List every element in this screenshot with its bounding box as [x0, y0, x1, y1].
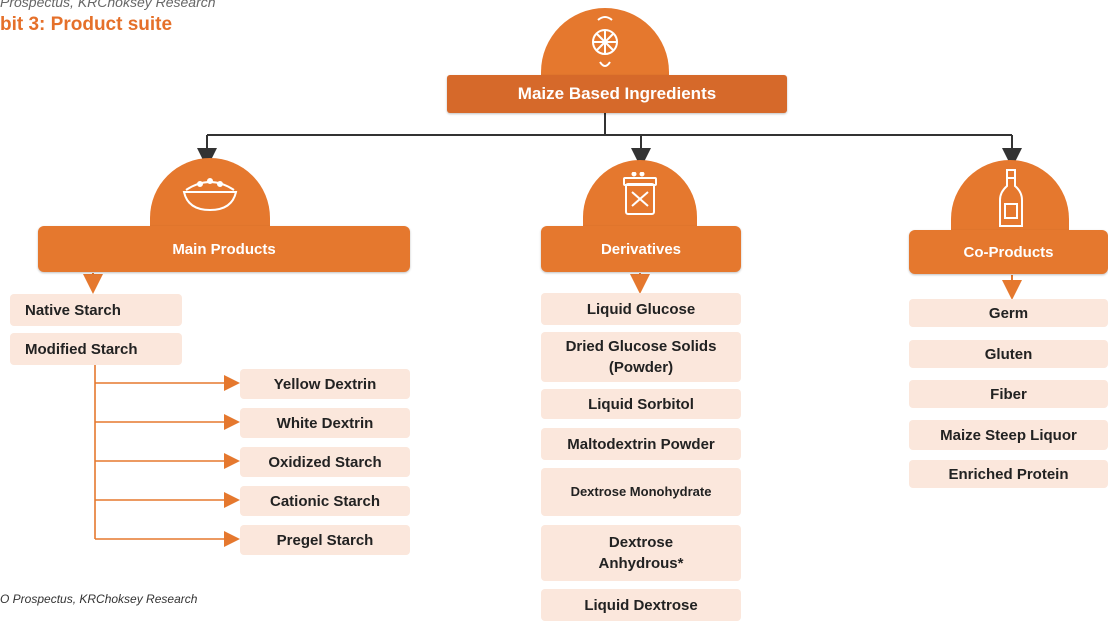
list-item: Dextrose Monohydrate [541, 468, 741, 516]
category-main-label: Main Products [172, 240, 276, 258]
item-label: Liquid Sorbitol [588, 395, 694, 413]
starch-bowl-icon [182, 178, 238, 212]
item-label: Oxidized Starch [268, 453, 382, 471]
list-item: Maltodextrin Powder [541, 428, 741, 460]
list-item: Germ [909, 299, 1108, 327]
item-label: Pregel Starch [276, 531, 374, 549]
root-node: Maize Based Ingredients [447, 75, 787, 113]
list-item: Modified Starch [10, 333, 182, 365]
item-label: Liquid Dextrose [584, 596, 698, 614]
item-label: Maltodextrin Powder [567, 435, 715, 453]
item-label: Native Starch [25, 301, 121, 319]
item-label: Dextrose Monohydrate [570, 483, 712, 499]
root-label: Maize Based Ingredients [517, 84, 717, 103]
category-coproducts-label: Co-Products [963, 243, 1054, 261]
list-item: Liquid Glucose [541, 293, 741, 325]
list-item: Gluten [909, 340, 1108, 368]
item-label: Liquid Glucose [586, 300, 696, 318]
list-item: Liquid Dextrose [541, 589, 741, 621]
maize-icon [592, 16, 618, 67]
category-main-products: Main Products [38, 226, 410, 272]
list-item: Dextrose Anhydrous* [541, 525, 741, 581]
sub-item: Pregel Starch [240, 525, 410, 555]
exhibit-title: bit 3: Product suite [0, 14, 173, 35]
source-note: O Prospectus, KRChoksey Research [0, 592, 198, 606]
root-connector [197, 112, 1022, 168]
sub-item: Oxidized Starch [240, 447, 410, 477]
item-label: Dried Glucose Solids (Powder) [565, 338, 717, 376]
list-item: Maize Steep Liquor [909, 420, 1108, 450]
sub-item: Yellow Dextrin [240, 369, 410, 399]
item-label: Gluten [984, 345, 1033, 363]
item-label: Dextrose Anhydrous* [598, 534, 684, 572]
item-label: Fiber [990, 385, 1027, 403]
list-item: Dried Glucose Solids (Powder) [541, 332, 741, 382]
powder-jar-icon [623, 172, 657, 215]
sub-item: White Dextrin [240, 408, 410, 438]
modified-starch-branch [94, 365, 240, 547]
item-label: Cationic Starch [269, 492, 381, 510]
category-co-products: Co-Products [909, 230, 1108, 274]
category-derivatives: Derivatives [541, 226, 741, 272]
top-note: Prospectus, KRChoksey Research [0, 0, 216, 10]
item-label: White Dextrin [276, 414, 374, 432]
item-label: Germ [988, 304, 1029, 322]
list-item: Enriched Protein [909, 460, 1108, 488]
oil-bottle-icon [999, 169, 1023, 227]
list-item: Liquid Sorbitol [541, 389, 741, 419]
item-label: Yellow Dextrin [273, 375, 377, 393]
item-label: Modified Starch [25, 340, 138, 358]
category-derivatives-label: Derivatives [600, 240, 682, 258]
list-item: Fiber [909, 380, 1108, 408]
item-label: Enriched Protein [948, 465, 1069, 483]
list-item: Native Starch [10, 294, 182, 326]
item-label: Maize Steep Liquor [940, 426, 1077, 444]
sub-item: Cationic Starch [240, 486, 410, 516]
